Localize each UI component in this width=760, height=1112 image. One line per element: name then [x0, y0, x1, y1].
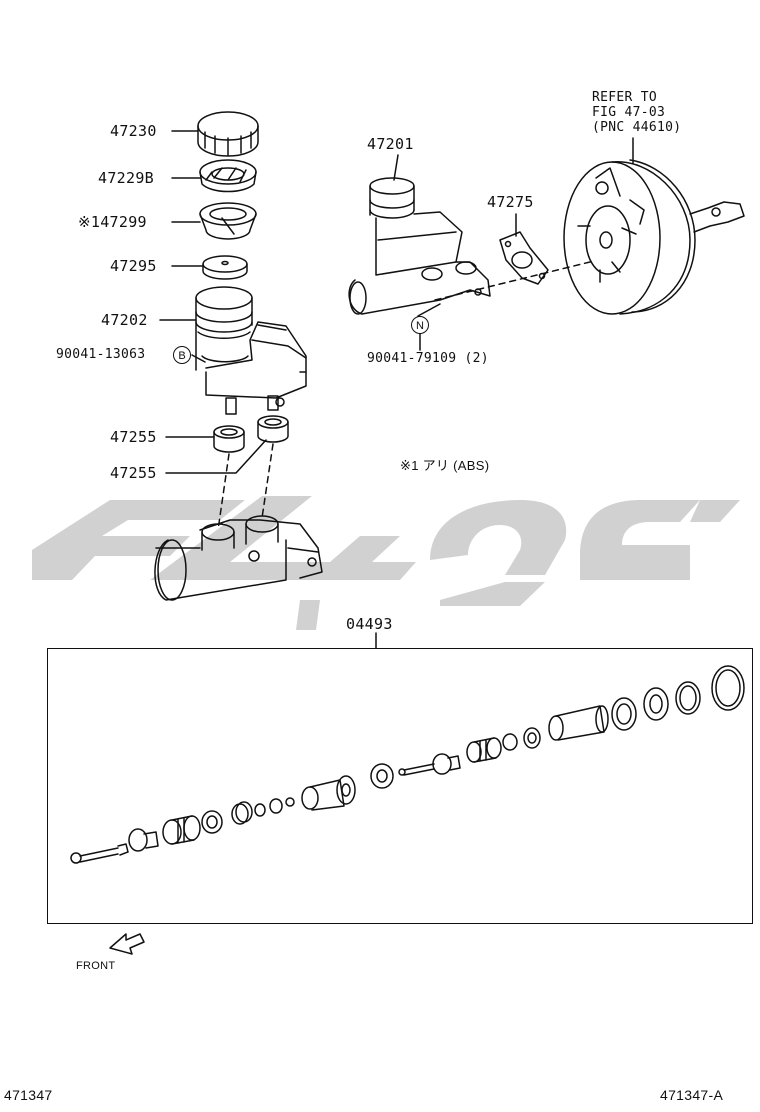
brake-booster-drawing [563, 159, 745, 315]
label-90041-13063: 90041-13063 [56, 347, 146, 362]
front-arrow-icon [109, 933, 145, 955]
label-47295: 47295 [110, 257, 157, 275]
label-47202: 47202 [101, 311, 148, 329]
refer-line-3: (PNC 44610) [592, 120, 682, 135]
label-47229b: 47229B [98, 169, 154, 187]
float-147299-drawing [199, 202, 257, 240]
label-90041-79109: 90041-79109 (2) [367, 351, 489, 366]
strainer-47229b-drawing [199, 159, 257, 193]
figure-number-left: 471347 [4, 1087, 53, 1103]
grommet-47255-drawing [213, 415, 289, 453]
label-04493: 04493 [346, 615, 393, 633]
callout-b: B [173, 346, 191, 364]
leader-lines [159, 130, 634, 649]
refer-line-1: REFER TO [592, 90, 658, 105]
repair-kit-box [47, 648, 753, 924]
reservoir-47202-drawing [195, 286, 307, 415]
gasket-47275-drawing [499, 231, 549, 285]
repair-kit-parts-drawing [70, 665, 745, 864]
label-47255-a: 47255 [110, 428, 157, 446]
label-47201: 47201 [367, 135, 414, 153]
label-47230: 47230 [110, 122, 157, 140]
callout-n: N [411, 316, 429, 334]
label-47255-b: 47255 [110, 464, 157, 482]
cap-47230-drawing [197, 111, 259, 157]
label-47275: 47275 [487, 193, 534, 211]
plate-47295-drawing [202, 255, 248, 280]
abs-note: ※1 アリ (ABS) [400, 458, 490, 473]
figure-number-right: 471347-A [660, 1087, 724, 1103]
label-147299: ※147299 [78, 213, 147, 231]
watermark-logo [32, 496, 740, 630]
front-label: FRONT [76, 960, 116, 972]
refer-line-2: FIG 47-03 [592, 105, 666, 120]
master-cylinder-body-drawing [154, 515, 323, 601]
master-cylinder-47201-drawing [348, 177, 491, 315]
